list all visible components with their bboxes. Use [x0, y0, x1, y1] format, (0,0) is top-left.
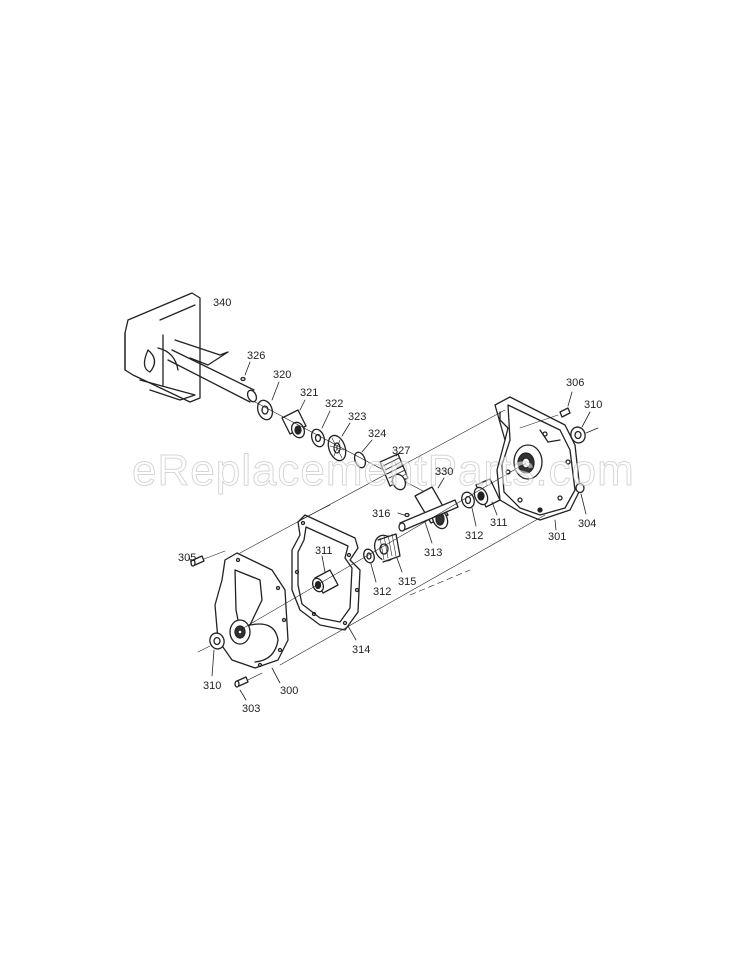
part-306-screw — [559, 391, 573, 418]
part-326-pin — [240, 361, 251, 382]
part-315-gear — [373, 533, 403, 573]
part-304-nut — [575, 482, 587, 515]
callout-306: 306 — [566, 377, 585, 389]
part-321-bearing — [281, 399, 307, 439]
part-324-washer — [353, 439, 373, 469]
callout-323: 323 — [348, 411, 367, 423]
callout-310-right: 310 — [584, 399, 603, 411]
callout-340: 340 — [213, 297, 232, 309]
part-312-washer-right — [461, 491, 477, 527]
part-316-key — [397, 512, 410, 518]
callout-312-left: 312 — [373, 586, 392, 598]
callout-312-right: 312 — [465, 530, 484, 542]
callout-324: 324 — [368, 428, 387, 440]
part-340-impeller-plate — [124, 292, 258, 403]
callout-327: 327 — [392, 445, 411, 457]
callout-311-left: 311 — [315, 545, 333, 557]
callout-321: 321 — [300, 387, 319, 399]
callout-304: 304 — [578, 518, 597, 530]
part-312-washer-left — [363, 548, 377, 583]
callout-311-right: 311 — [490, 517, 508, 529]
callout-313: 313 — [424, 547, 443, 559]
assembly-lines — [197, 409, 559, 681]
part-305-screw — [188, 555, 205, 567]
part-322-washer — [310, 410, 331, 448]
callout-320: 320 — [273, 369, 292, 381]
callout-326: 326 — [247, 350, 266, 362]
callout-301: 301 — [548, 531, 567, 543]
callout-322: 322 — [325, 398, 344, 410]
part-310-nut-right — [570, 411, 599, 444]
callout-310-left: 310 — [203, 680, 222, 692]
part-303-screw — [234, 676, 249, 701]
callout-314: 314 — [352, 644, 371, 656]
part-313-shaft — [398, 499, 459, 544]
callout-305: 305 — [178, 552, 197, 564]
callout-303: 303 — [242, 703, 261, 715]
part-300-housing-left — [214, 552, 289, 684]
callout-315: 315 — [398, 576, 417, 588]
part-301-housing-right — [494, 396, 581, 531]
part-311-bearing-right — [473, 478, 501, 516]
callout-300: 300 — [280, 685, 299, 697]
part-323-thrust-bearing — [327, 422, 351, 462]
part-310-nut-left — [209, 632, 225, 677]
callout-316: 316 — [372, 508, 391, 520]
part-320-washer — [256, 381, 280, 421]
part-314-gasket — [291, 514, 361, 641]
callout-330: 330 — [435, 466, 454, 478]
part-327-worm-gear — [379, 451, 409, 491]
